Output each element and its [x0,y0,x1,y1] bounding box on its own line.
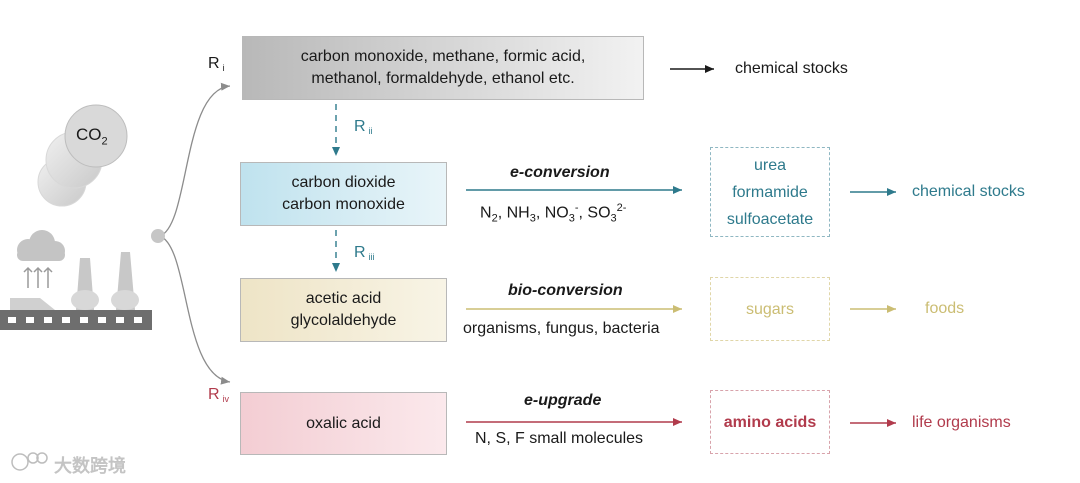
process-bio-conversion: bio-conversion [508,282,623,300]
co2-bubble-icon [38,105,127,206]
product-item: urea [754,152,786,179]
output-chemical-stocks-row2: chemical stocks [912,183,1025,201]
product-box-c1-multi: carbon monoxide, methane, formic acid, m… [242,36,644,100]
cloud-icon [17,230,65,261]
box-line: carbon dioxide [282,172,405,194]
process-e-conversion: e-conversion [510,164,610,182]
products-box-urea-group: urea formamide sulfoacetate [710,147,830,237]
products-box-amino-acids: amino acids [710,390,830,454]
branch-curve-riv [160,236,230,382]
output-foods: foods [925,300,964,318]
co2-label: CO2 [76,125,108,147]
output-chemical-stocks-row1: chemical stocks [735,60,848,78]
reagents-bio-conversion: organisms, fungus, bacteria [463,320,660,338]
process-e-upgrade: e-upgrade [524,392,601,410]
branch-node [151,229,165,243]
reagents-e-conversion: N2, NH3, NO3-, SO32- [480,202,626,225]
output-life-organisms: life organisms [912,414,1011,432]
product-item: sugars [746,296,794,323]
intermediate-box-co2-co: carbon dioxide carbon monoxide [240,162,447,226]
product-item: amino acids [724,409,816,436]
box-line: carbon monoxide [282,194,405,216]
box-line: oxalic acid [306,413,381,435]
product-item: formamide [732,179,808,206]
intermediate-box-oxalic: oxalic acid [240,392,447,455]
products-box-sugars: sugars [710,277,830,341]
watermark-text: 大数跨境 [54,452,126,478]
watermark-logo [12,453,47,470]
intermediate-box-acetic: acetic acid glycolaldehyde [240,278,447,342]
box-line: glycolaldehyde [291,310,397,332]
reagents-e-upgrade: N, S, F small molecules [475,430,643,448]
up-arrows-icon [24,268,52,288]
branch-curve-ri [160,86,230,236]
product-item: sulfoacetate [727,206,813,233]
box-line: carbon monoxide, methane, formic acid, [301,46,586,68]
box-line: acetic acid [291,288,397,310]
factory-icon [0,252,152,330]
box-line: methanol, formaldehyde, ethanol etc. [301,68,586,90]
